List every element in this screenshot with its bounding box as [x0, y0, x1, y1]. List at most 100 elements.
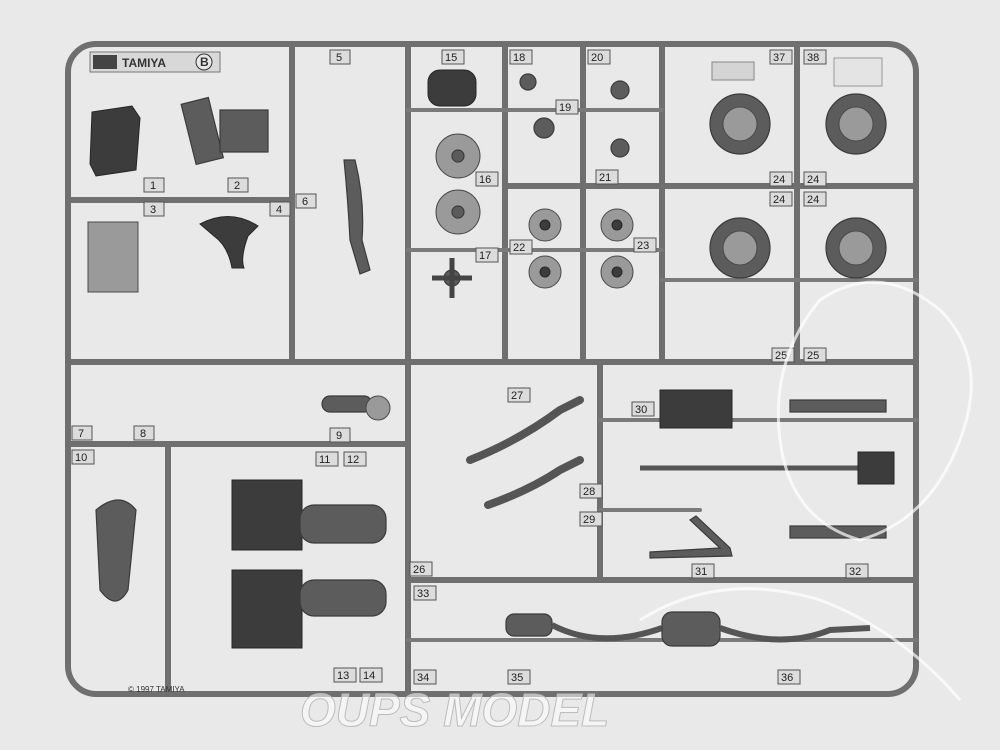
- part-number-tags: 1 2 3 4 5 6 7 8 9 10 11 12 13 14 15 16 1…: [71, 49, 869, 685]
- svg-text:6: 6: [302, 196, 308, 208]
- part-number-tag: 8: [133, 425, 155, 441]
- part-wheels: [709, 57, 887, 279]
- svg-text:22: 22: [513, 242, 525, 254]
- svg-text:16: 16: [479, 174, 491, 186]
- svg-text:5: 5: [336, 52, 342, 64]
- part-number-tag: 35: [507, 669, 531, 685]
- svg-text:28: 28: [583, 486, 595, 498]
- part-intake: [180, 96, 269, 166]
- svg-text:38: 38: [807, 52, 819, 64]
- part-engine-cover: [427, 69, 477, 107]
- part-number-tag: 18: [509, 49, 533, 65]
- part-number-tag: 11: [315, 451, 339, 467]
- svg-text:24: 24: [807, 174, 819, 186]
- svg-text:25: 25: [775, 350, 787, 362]
- part-number-tag: 31: [691, 563, 715, 579]
- svg-text:25: 25: [807, 350, 819, 362]
- part-suspension-arm: [343, 159, 371, 275]
- svg-text:10: 10: [75, 452, 87, 464]
- svg-text:4: 4: [276, 204, 282, 216]
- part-number-tag: 16: [475, 171, 499, 187]
- part-number-tag: 28: [579, 483, 603, 499]
- svg-text:20: 20: [591, 52, 603, 64]
- part-number-tag: 33: [413, 585, 437, 601]
- part-number-tag: 27: [507, 387, 531, 403]
- svg-text:35: 35: [511, 672, 523, 684]
- part-number-tag: 5: [329, 49, 351, 65]
- svg-text:37: 37: [773, 52, 785, 64]
- runner-grid: [65, 41, 919, 697]
- sprue-frame: [65, 41, 919, 697]
- part-number-tag: 14: [359, 667, 383, 683]
- svg-text:8: 8: [140, 428, 146, 440]
- part-number-tag: 4: [269, 201, 291, 217]
- svg-text:15: 15: [445, 52, 457, 64]
- part-number-tag: 22: [509, 239, 533, 255]
- svg-text:3: 3: [150, 204, 156, 216]
- svg-text:24: 24: [807, 194, 819, 206]
- svg-text:26: 26: [413, 564, 425, 576]
- svg-text:1: 1: [150, 180, 156, 192]
- part-small-gears: [519, 73, 630, 158]
- part-arms: [649, 399, 887, 559]
- svg-text:36: 36: [781, 672, 793, 684]
- part-grille: [89, 105, 141, 177]
- part-muffler: [505, 611, 871, 647]
- svg-text:34: 34: [417, 672, 429, 684]
- part-gearbox: [659, 389, 733, 429]
- part-brake-disc-2: [435, 189, 481, 235]
- part-number-tag: 24: [803, 171, 827, 187]
- part-hubs: [528, 208, 634, 289]
- watermark: OUPS MODEL: [300, 280, 973, 737]
- part-number-tag: 2: [227, 177, 249, 193]
- part-engine-block-1: [231, 479, 387, 551]
- svg-text:33: 33: [417, 588, 429, 600]
- watermark-text: OUPS MODEL: [300, 684, 609, 736]
- part-pipes: [466, 396, 584, 509]
- part-brake-disc-1: [435, 133, 481, 179]
- part-number-tag: 10: [71, 449, 95, 465]
- part-number-tag: 15: [441, 49, 465, 65]
- svg-text:23: 23: [637, 240, 649, 252]
- part-number-tag: 6: [295, 193, 317, 209]
- svg-text:17: 17: [479, 250, 491, 262]
- part-driveshaft: [640, 451, 895, 485]
- svg-text:32: 32: [849, 566, 861, 578]
- part-number-tag: 13: [333, 667, 357, 683]
- part-number-tag: 23: [633, 237, 657, 253]
- part-number-tag: 20: [587, 49, 611, 65]
- part-number-tag: 30: [631, 401, 655, 417]
- part-number-tag: 36: [777, 669, 801, 685]
- svg-text:2: 2: [234, 180, 240, 192]
- svg-text:12: 12: [347, 454, 359, 466]
- part-number-tag: 38: [803, 49, 827, 65]
- svg-text:24: 24: [773, 194, 785, 206]
- part-number-tag: 34: [413, 669, 437, 685]
- part-number-tag: 24: [769, 171, 793, 187]
- svg-text:30: 30: [635, 404, 647, 416]
- svg-text:29: 29: [583, 514, 595, 526]
- part-number-tag: 24: [769, 191, 793, 207]
- brand-plate: TAMIYA B: [89, 51, 221, 73]
- part-number-tag: 37: [769, 49, 793, 65]
- part-number-tag: 26: [409, 561, 433, 577]
- svg-text:21: 21: [599, 172, 611, 184]
- part-number-tag: 19: [555, 99, 579, 115]
- svg-text:13: 13: [337, 670, 349, 682]
- svg-text:9: 9: [336, 430, 342, 442]
- part-exhaust-manifold: [321, 395, 391, 421]
- part-crossmember: [95, 499, 137, 602]
- sprue-letter: B: [200, 55, 209, 69]
- svg-text:18: 18: [513, 52, 525, 64]
- part-number-tag: 17: [475, 247, 499, 263]
- svg-text:7: 7: [78, 428, 84, 440]
- part-number-tag: 3: [143, 201, 165, 217]
- brand-text: TAMIYA: [122, 56, 166, 70]
- part-radiator: [87, 221, 139, 293]
- svg-text:24: 24: [773, 174, 785, 186]
- part-number-tag: 29: [579, 511, 603, 527]
- part-number-tag: 1: [143, 177, 165, 193]
- svg-text:11: 11: [319, 454, 330, 466]
- svg-text:27: 27: [511, 390, 523, 402]
